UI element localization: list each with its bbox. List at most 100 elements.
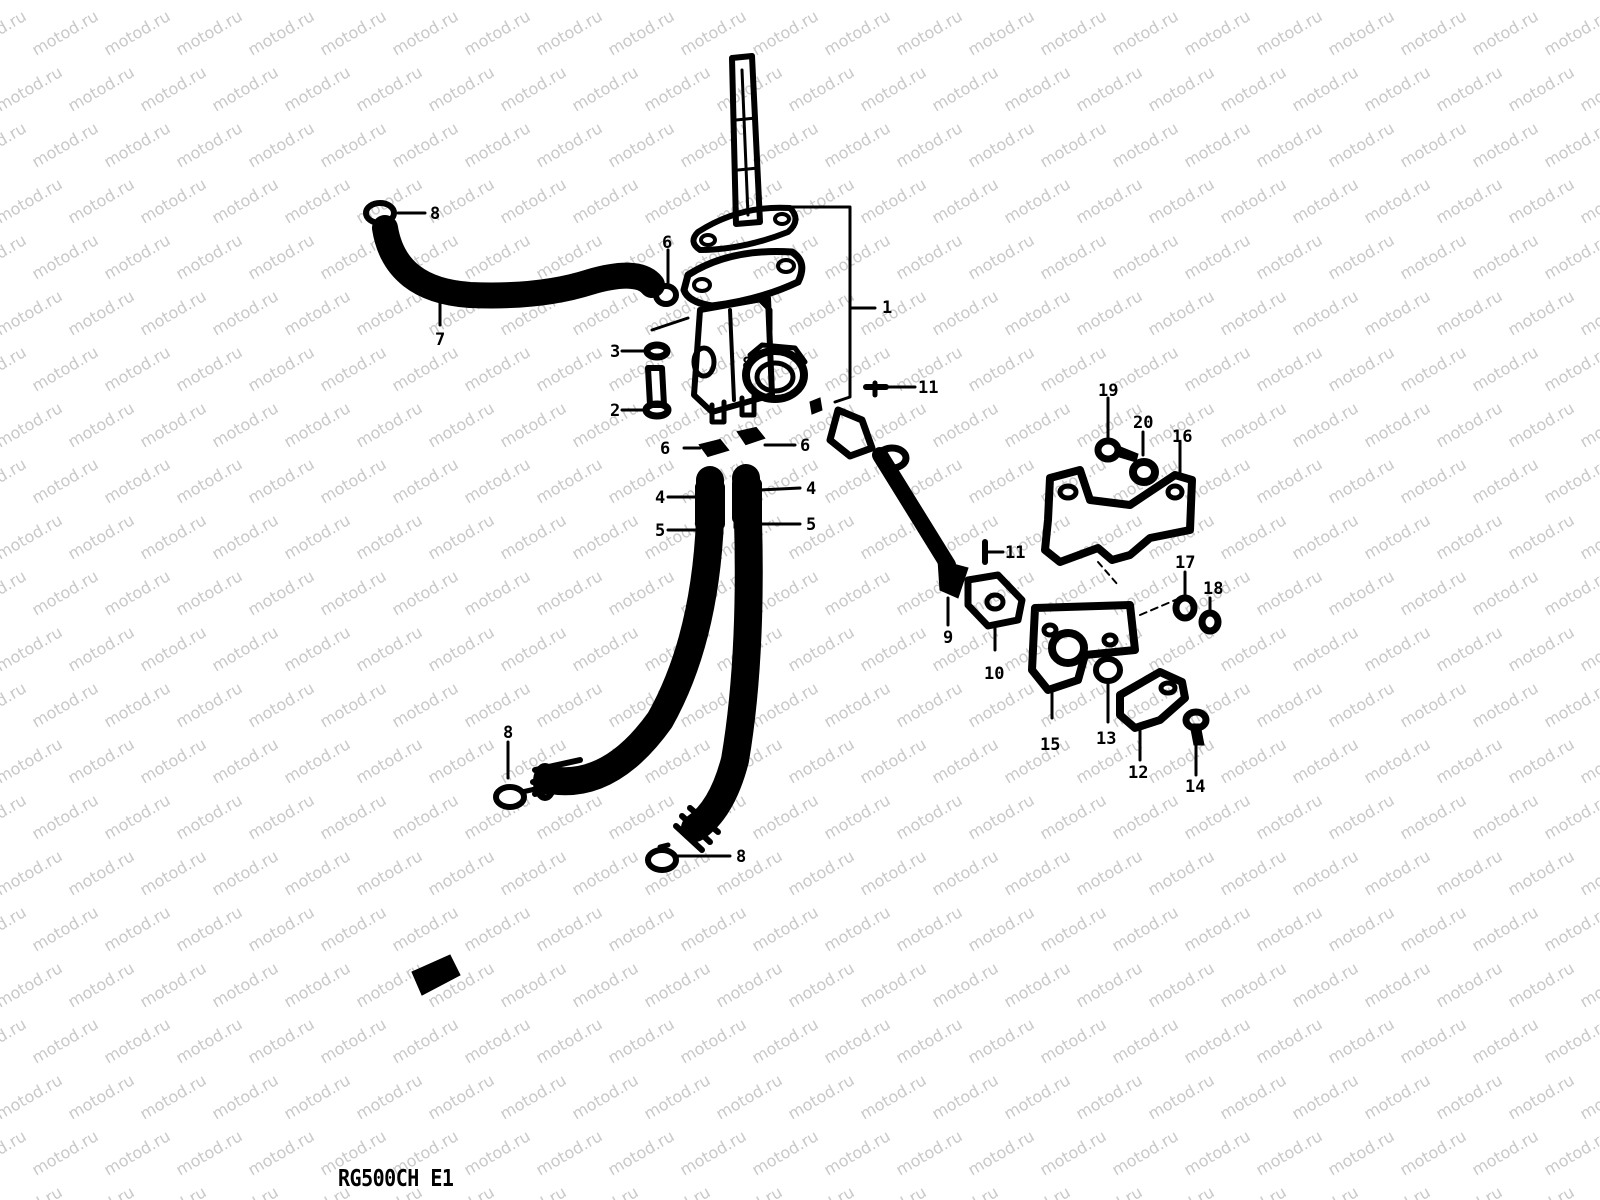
washer-3-guide (650, 316, 690, 332)
clips-6-lower (682, 426, 797, 458)
plate-15-hole-tr (1101, 632, 1119, 648)
lever-holder-10 (964, 571, 1026, 652)
rod-upper-eye (874, 444, 910, 472)
front-direction-marker (411, 954, 461, 996)
strainer-pipe-band-1 (734, 116, 758, 122)
screw-2-shank (645, 365, 667, 408)
lever-rod-9 (809, 380, 1005, 627)
hose-left-inner (543, 473, 717, 789)
callout-6-upper: 6 (662, 233, 672, 253)
flange-hole-left (692, 277, 712, 293)
clip-8c-ring (645, 847, 679, 873)
lever-rod-inner (877, 452, 951, 568)
lever-collar-inner (754, 360, 796, 394)
callout-20: 20 (1133, 413, 1153, 433)
callout-5-right: 5 (806, 515, 816, 535)
outlet-nipple-right (739, 393, 757, 418)
screw-14-shank (1189, 723, 1205, 746)
plate-15-body (1028, 601, 1139, 694)
callout-17: 17 (1175, 553, 1195, 573)
callout-8-lower-right: 8 (736, 847, 746, 867)
callout-11-upper: 11 (918, 378, 938, 398)
lever-collar-ring (742, 347, 808, 403)
hose-left-end-opening (533, 763, 557, 801)
strainer-pipe-band-2 (736, 166, 760, 172)
bolt-19-washer-20 (1094, 396, 1159, 586)
plate-15 (1028, 597, 1181, 720)
screw-2-head (642, 400, 672, 420)
callout-11-lower: 11 (1005, 543, 1025, 563)
callout-6-lower-left: 6 (660, 439, 670, 459)
hose-right-end-ribs (673, 805, 721, 853)
washer-13 (1093, 656, 1123, 724)
clip-6-upper (653, 248, 679, 307)
plate-15-bolt-guide (1139, 597, 1181, 616)
callout-3: 3 (610, 342, 620, 362)
strainer-pipe-slot (740, 68, 750, 217)
hose-left-outer (536, 466, 724, 796)
lower-clips-8 (493, 740, 732, 873)
mounting-flange (680, 248, 806, 310)
model-code-label: RG500CH E1 (338, 1164, 454, 1192)
clip-6b (698, 438, 730, 458)
upper-gasket-plate (690, 204, 799, 253)
callout-1-bracket (788, 205, 852, 404)
bracket-16-body (1041, 466, 1196, 566)
rod-seal (809, 397, 823, 415)
callout-13: 13 (1096, 729, 1116, 749)
hose-7-inner (377, 220, 660, 304)
callout-6-lower-right: 6 (800, 436, 810, 456)
strainer-pipe (729, 53, 763, 227)
callout-12: 12 (1128, 763, 1148, 783)
callout-4b-leader (758, 486, 802, 492)
bracket-16 (1041, 440, 1196, 566)
lever-holder-hole (984, 592, 1006, 612)
plate-12-body (1116, 668, 1189, 732)
plate-12-hole (1158, 680, 1178, 696)
bracket-16-hole-left (1057, 483, 1079, 501)
clip-6c (736, 426, 766, 446)
valve-stem (757, 297, 773, 333)
washer-3 (643, 341, 671, 361)
gasket-hole-left (699, 233, 717, 247)
callout-labels: 1 2 3 4 4 5 5 6 6 6 7 8 8 8 8 9 10 11 11… (430, 204, 1223, 867)
hose-right-band-5 (733, 519, 761, 529)
fuel-hoses-4-5 (530, 464, 802, 853)
callout-1: 1 (882, 298, 892, 318)
callout-2: 2 (610, 401, 620, 421)
callout-7: 7 (435, 330, 445, 350)
callout-10: 10 (984, 664, 1004, 684)
valve-side-port (691, 345, 717, 379)
callout-15: 15 (1040, 735, 1060, 755)
valve-body-edge (728, 308, 736, 402)
plate-12 (1116, 668, 1189, 762)
rod-lower-knob (937, 559, 969, 599)
callout-18: 18 (1203, 579, 1223, 599)
fuel-cock-assembly (680, 53, 877, 425)
callout-4-right: 4 (806, 479, 816, 499)
hose-7-end-clip (363, 200, 397, 226)
plate-15-center-hole (1048, 629, 1088, 667)
outlet-nipple-left (709, 399, 727, 425)
clip-6-upper-ring (653, 283, 679, 307)
screw-17 (1172, 594, 1198, 622)
clip-8b-ring (493, 784, 527, 810)
bracket-16-hole-right (1165, 483, 1185, 501)
callout-16: 16 (1172, 427, 1192, 447)
rod-lever-head (826, 406, 876, 460)
gasket-hole-right (773, 212, 791, 226)
callout-9: 9 (943, 628, 953, 648)
hose-7 (363, 200, 665, 327)
screw-14 (1182, 708, 1210, 777)
lever-collar-top (747, 342, 808, 365)
plate-15-hole-tl (1041, 622, 1059, 638)
washer-13-ring (1093, 656, 1123, 684)
bracket-16-mount-guide (1097, 561, 1119, 586)
callout-8-lower-left: 8 (503, 723, 513, 743)
bolt-19-shank (1115, 445, 1139, 463)
flange-hole-right (776, 258, 796, 274)
clip-8b-tab (519, 785, 543, 795)
callout-8-upper: 8 (430, 204, 440, 224)
